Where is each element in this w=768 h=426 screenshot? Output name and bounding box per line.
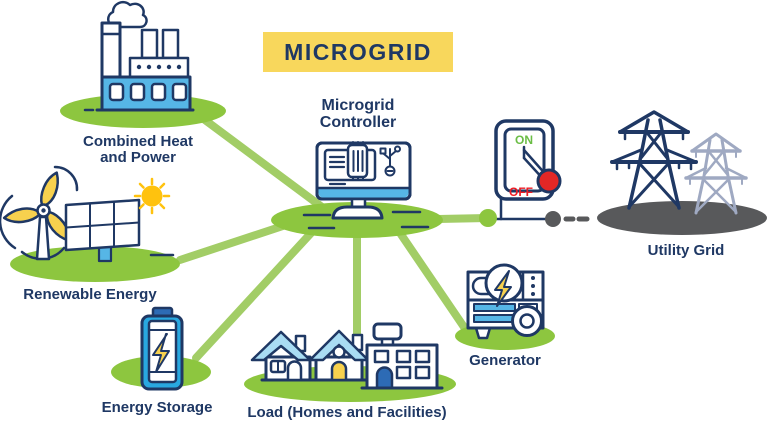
monitor-stand-base [331, 205, 384, 220]
building-icon [360, 322, 444, 390]
labels: Microgrid Controller Combined Heat and P… [23, 97, 724, 421]
chip-icon [346, 141, 369, 181]
building-door [375, 366, 394, 390]
switch-knob [536, 168, 562, 194]
green-node-dot [479, 209, 497, 227]
factory-band-dots [136, 64, 182, 70]
building-windows [373, 349, 431, 380]
renewable-label: Renewable Energy [23, 286, 157, 303]
factory-chimney-small-2 [161, 28, 180, 60]
storage-label: Energy Storage [102, 399, 213, 416]
toggle-switch-icon [494, 119, 562, 201]
factory-icon [83, 0, 195, 112]
controller-label-line2: Controller [320, 114, 396, 131]
chp-label-line2: and Power [100, 149, 176, 166]
platform-utility [597, 201, 767, 235]
transmission-tower-icon [684, 132, 748, 215]
connection-lines [176, 116, 492, 384]
renewable-energy-icon [0, 165, 175, 263]
utility-label: Utility Grid [648, 242, 725, 259]
link-controller-renewable [176, 218, 299, 264]
house-door [286, 360, 303, 382]
platform-dashes [302, 210, 430, 230]
generator-icon [466, 263, 545, 340]
battery-icon [140, 306, 184, 391]
house-door [330, 360, 348, 382]
controller-label-line1: Microgrid [322, 97, 395, 114]
sun-icon [133, 177, 171, 215]
house-icon [308, 329, 370, 382]
turbine-tower [35, 215, 51, 261]
title-banner: MICROGRID [263, 32, 453, 72]
lightning-bolt-icon [494, 270, 512, 307]
factory-chimney-small-1 [140, 28, 159, 60]
title-background [263, 32, 453, 72]
generator-label: Generator [469, 352, 541, 369]
transmission-tower-icon [610, 110, 698, 210]
switch-on-label: ON [515, 133, 533, 147]
house-icon [250, 330, 312, 382]
usb-icon [379, 145, 401, 177]
lightning-bolt-icon [152, 333, 170, 373]
chp-label-line1: Combined Heat [83, 133, 193, 150]
load-label: Load (Homes and Facilities) [247, 404, 446, 421]
load-icons [250, 322, 444, 390]
link-controller-storage [192, 228, 316, 362]
link-controller-generator [394, 226, 470, 334]
grid-connection: ON OFF [479, 119, 590, 227]
solar-panel-icon [64, 198, 141, 263]
platform-renewable [10, 246, 180, 282]
factory-windows [108, 82, 188, 102]
house-round-window [332, 345, 346, 359]
switch-off-label: OFF [509, 185, 533, 199]
diagram-title: MICROGRID [284, 39, 432, 65]
smoke-cloud-icon [107, 0, 148, 29]
wind-turbine-icon [2, 171, 71, 243]
computer-monitor-icon [302, 141, 430, 230]
link-controller-chp [201, 116, 334, 217]
gray-node-dot [545, 211, 561, 227]
